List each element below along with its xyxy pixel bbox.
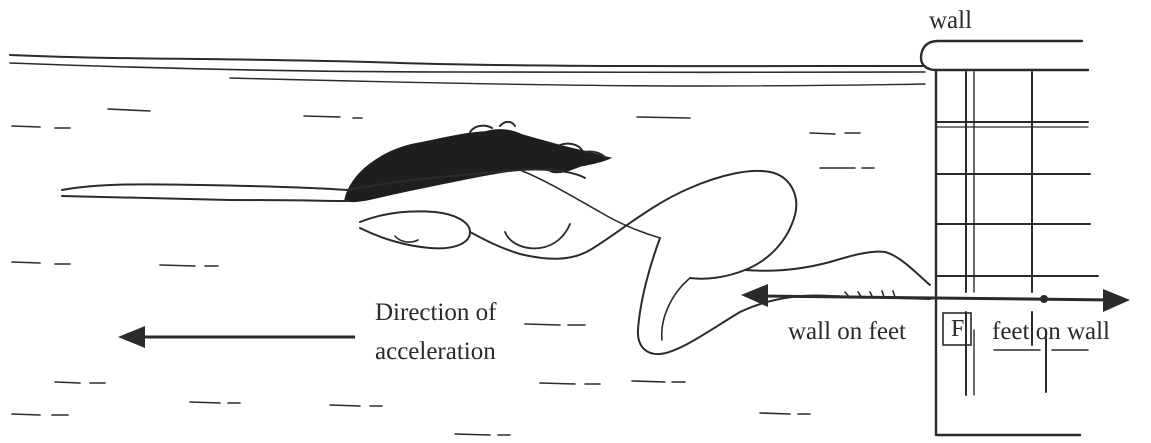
wall-on-feet-label: wall on feet [788,318,906,345]
water-surface [10,55,925,86]
swimmer-hair [345,130,610,202]
arrow-right-icon [1103,289,1130,312]
arrow-left-icon [741,284,768,307]
feet-on-wall-label: feet on wall [992,318,1110,345]
direction-label-line1: Direction of [375,299,497,326]
arrow-left-icon [118,326,145,348]
direction-label-line2: acceleration [375,338,496,365]
pool-wall [921,41,1098,435]
force-symbol: F [951,316,964,342]
wall-label: wall [929,7,972,34]
acceleration-arrow [118,326,355,348]
